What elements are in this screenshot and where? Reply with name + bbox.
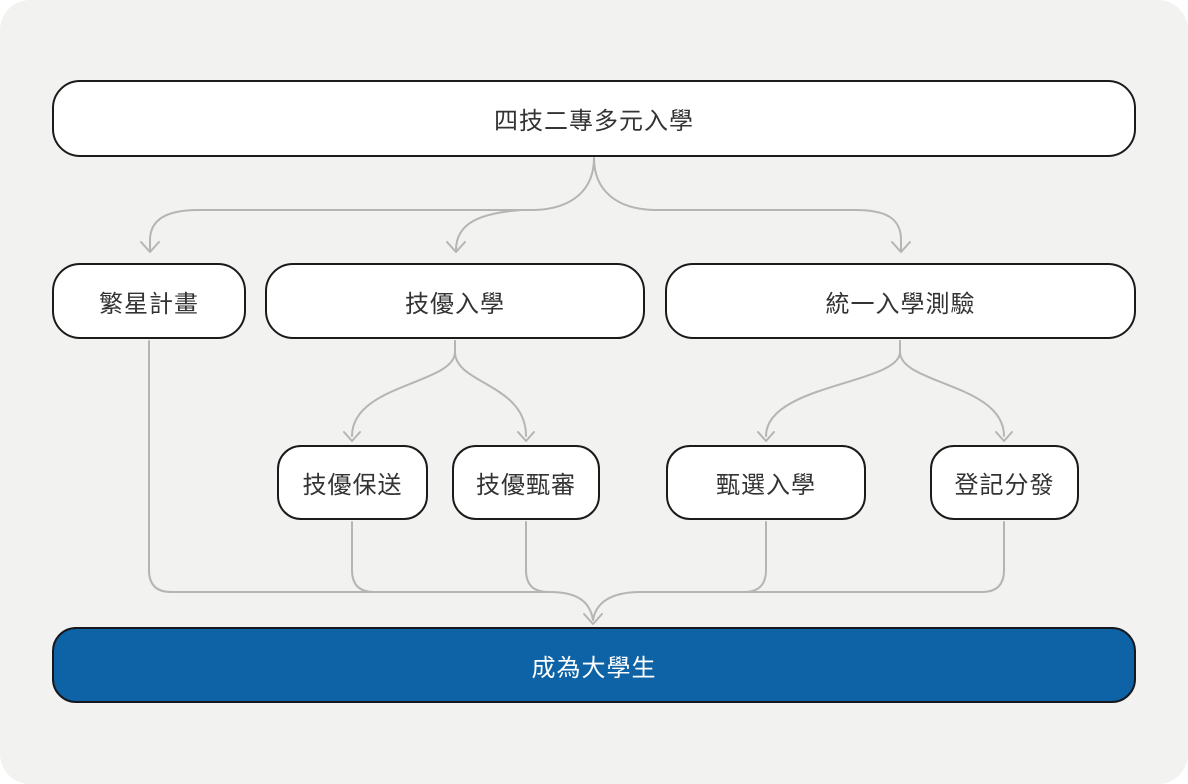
node-multi-entrance: 四技二專多元入學 [52, 80, 1136, 157]
node-tech-excellence-recommendation: 技優保送 [277, 445, 428, 520]
node-become-university-student: 成為大學生 [52, 627, 1136, 703]
node-star-plan: 繁星計畫 [52, 263, 246, 339]
node-tech-excellence-admission: 技優入學 [265, 263, 645, 339]
node-selection-admission: 甄選入學 [666, 445, 866, 520]
node-unified-entrance-exam: 統一入學測驗 [665, 263, 1136, 339]
node-tech-excellence-screening: 技優甄審 [452, 445, 600, 520]
node-registration-distribution: 登記分發 [930, 445, 1079, 520]
